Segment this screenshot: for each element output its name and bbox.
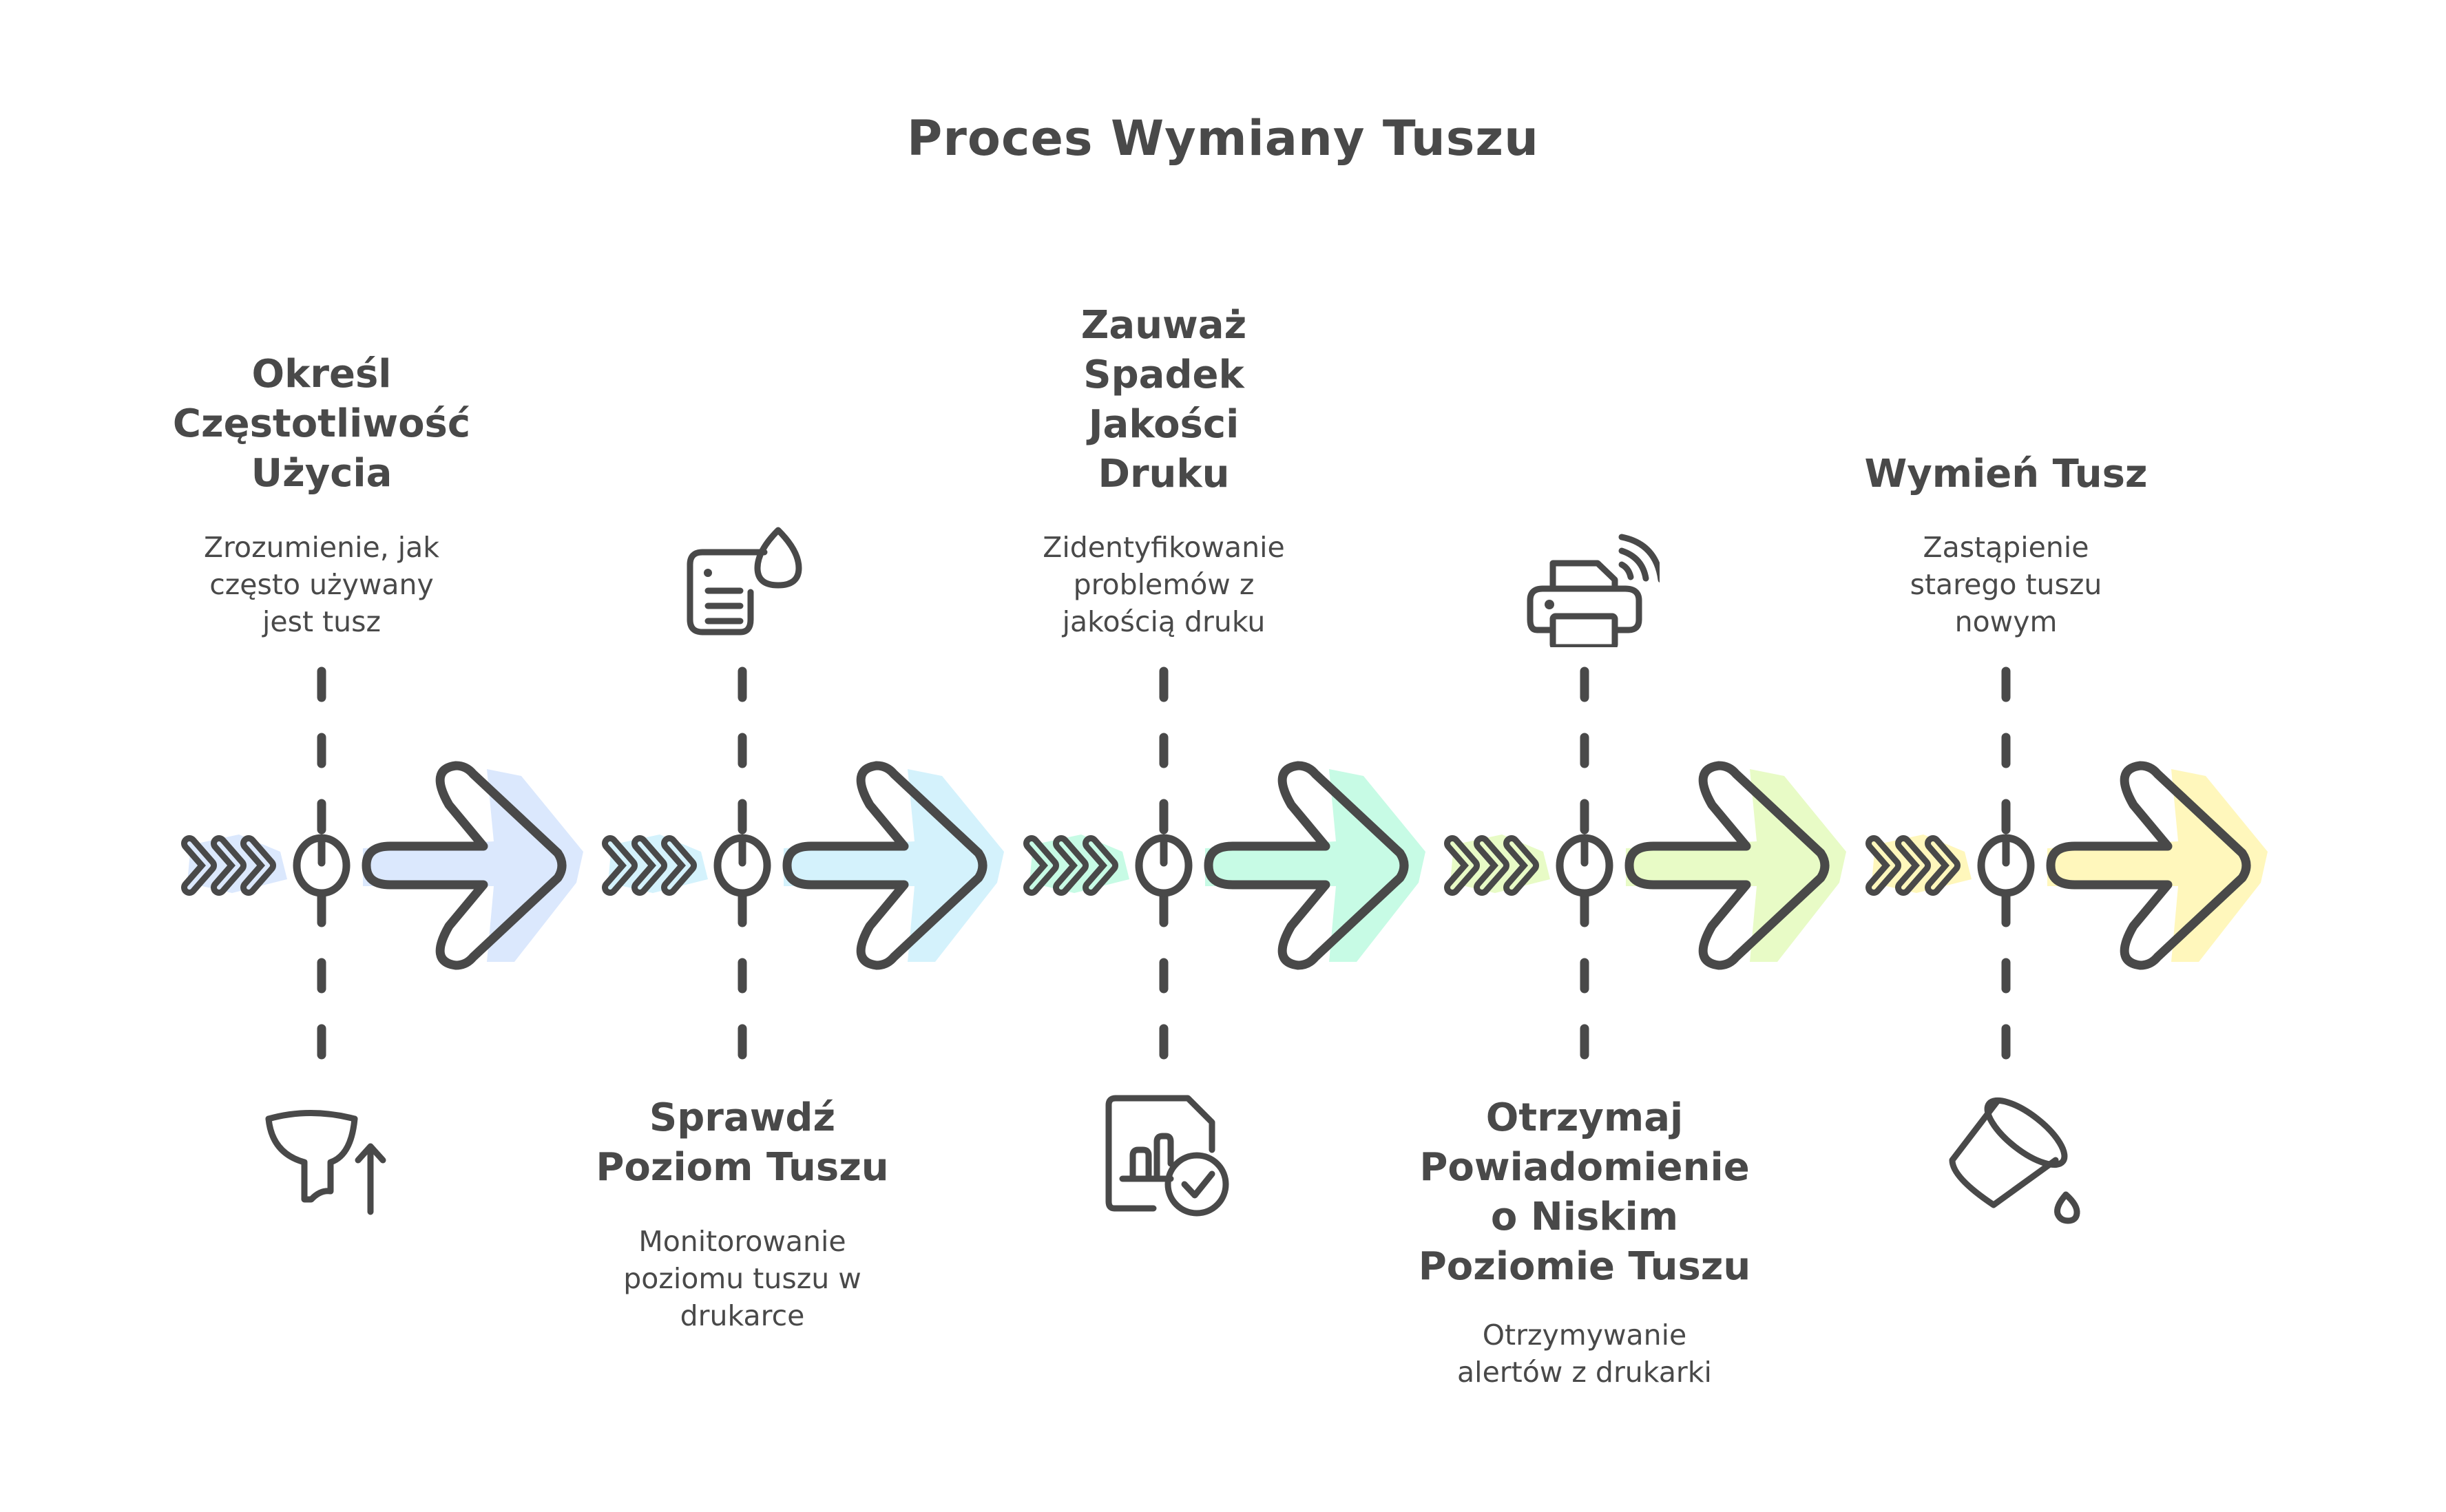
step-1-description-line: często używany [209,568,434,601]
step-4-description-line: alertów z drukarki [1457,1356,1712,1389]
step-3-description-line: Zidentyfikowanie [1043,531,1285,564]
document-ink-drop-icon [687,527,802,636]
step-2-title-line: Poziom Tuszu [596,1145,889,1190]
chevron-fill [1872,841,1895,890]
diagram-title: Proces Wymiany Tuszu [907,110,1539,167]
chevron-fill [1901,841,1925,890]
step-1-description-line: Zrozumienie, jak [203,531,440,564]
step-3-title-line: Zauważ [1080,303,1247,348]
chevron-fill [247,841,270,890]
step-5-title-line: Wymień Tusz [1864,452,2148,496]
step-3-description-line: jakością druku [1062,605,1266,638]
chevron-fill [1029,841,1053,890]
step-1-description-line: jest tusz [262,605,381,638]
chevron-fill [1059,841,1083,890]
step-4-title: Otrzymaj Powiadomienie o Niskim Poziomie… [1392,1093,1777,1292]
step-5-description-line: starego tuszu [1910,568,2102,601]
step-2-title: Sprawdź Poziom Tuszu [550,1093,935,1193]
step-4-title-line: Otrzymaj [1485,1095,1684,1140]
step-3-title-line: Druku [1098,452,1230,496]
timeline-step-3 [1023,666,1425,1072]
step-arrow [782,761,987,970]
chevron-fill [1089,841,1112,890]
step-5-title: Wymień Tusz [1813,450,2199,499]
chevron-fill [217,841,240,890]
step-1-title-line: Użycia [251,451,393,496]
report-chart-check-icon [1105,1095,1229,1217]
step-5-description-line: Zastąpienie [1923,531,2089,564]
timeline-step-1 [181,666,583,1072]
chevron-fill [638,841,661,890]
step-1-description: Zrozumienie, jak często używany jest tus… [129,529,514,640]
step-4-description: Otrzymywanie alertów z drukarki [1392,1316,1777,1391]
step-3-title: Zauważ Spadek Jakości Druku [971,301,1357,499]
step-2-title-line: Sprawdź [649,1095,836,1140]
step-4-description-line: Otrzymywanie [1482,1319,1687,1352]
chevron-fill [187,841,211,890]
chevron-fill [667,841,691,890]
arrow-highlight [2047,769,2268,962]
step-4-title-line: o Niskim [1490,1195,1679,1239]
step-arrow [362,761,567,970]
step-arrow [2046,761,2251,970]
chevron-fill [608,841,631,890]
chevron-fill [1480,841,1503,890]
arrow-highlight [363,769,583,962]
step-2-description-line: poziomu tuszu w [623,1262,861,1295]
step-5-description-line: nowym [1954,605,2058,638]
printer-light [1545,600,1554,609]
arrow-highlight [1205,769,1425,962]
timeline-step-4 [1444,666,1846,1072]
timeline-step-2 [602,666,1004,1072]
chevron-fill [1931,841,1954,890]
step-3-description-line: problemów z [1073,568,1255,601]
step-2-description-line: Monitorowanie [638,1225,846,1258]
document-dot [704,569,712,577]
step-arrow [1204,761,1409,970]
step-3-title-line: Jakości [1088,402,1240,447]
step-2-description-line: drukarce [680,1299,805,1332]
chevron-fill [1509,841,1533,890]
funnel-arrow-up-icon [265,1110,386,1215]
step-4-title-line: Poziomie Tuszu [1418,1244,1751,1289]
step-1-title: Określ Częstotliwość Użycia [129,350,514,498]
timeline-step-5 [1865,666,2268,1072]
step-5-description: Zastąpienie starego tuszu nowym [1813,529,2199,640]
pouring-bucket-drop-icon [1949,1097,2080,1224]
step-4-title-line: Powiadomienie [1419,1145,1750,1190]
step-1-title-line: Określ [251,352,392,397]
arrow-highlight [1626,769,1846,962]
arrow-highlight [784,769,1004,962]
wireless-printer-icon [1527,534,1660,647]
step-1-title-line: Częstotliwość [172,401,471,446]
step-arrow [1624,761,1830,970]
step-3-title-line: Spadek [1083,353,1244,397]
step-2-description: Monitorowanie poziomu tuszu w drukarce [550,1223,935,1334]
step-3-description: Zidentyfikowanie problemów z jakością dr… [971,529,1357,640]
chevron-fill [1450,841,1474,890]
